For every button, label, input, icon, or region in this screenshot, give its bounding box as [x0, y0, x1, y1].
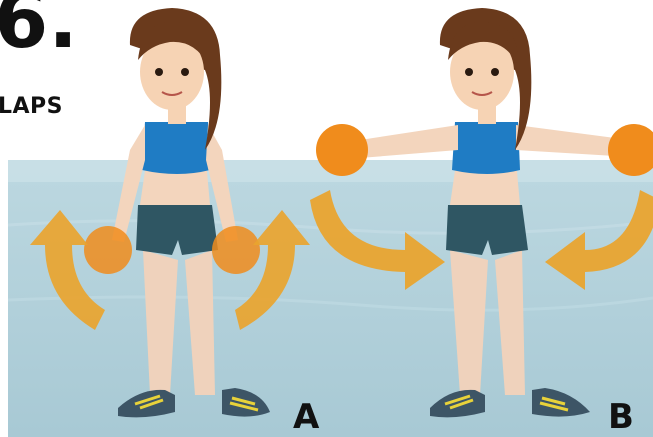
panel-label-a: A	[293, 400, 319, 434]
dumbbell-icon	[84, 226, 132, 274]
dumbbell-icon	[212, 226, 260, 274]
panel-label-b: B	[608, 400, 634, 434]
dumbbell-icon	[316, 124, 368, 176]
